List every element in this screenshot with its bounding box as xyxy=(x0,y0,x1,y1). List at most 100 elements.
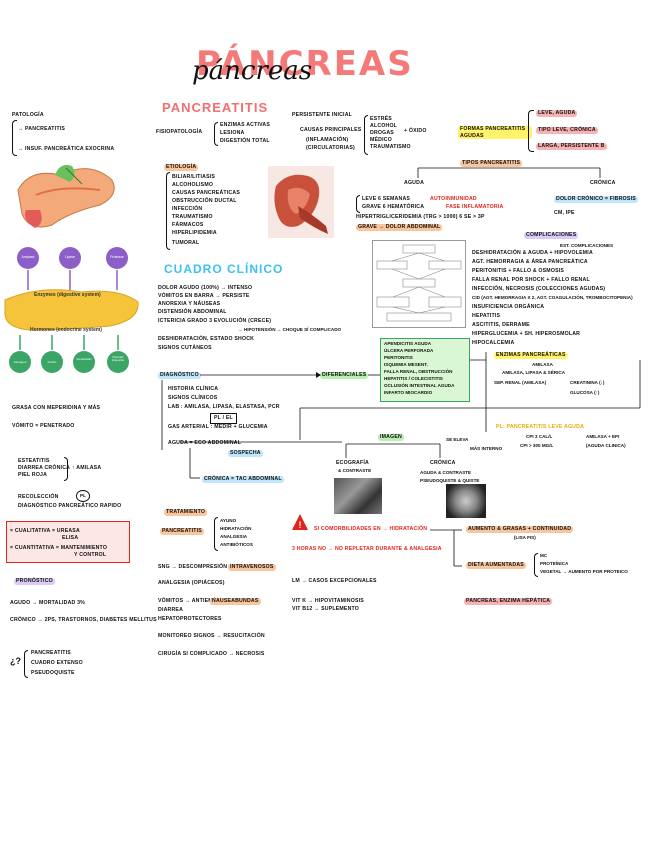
compl-item-2: AGT. HEMORRAGIA & ÁREA PANCREÁTICA xyxy=(472,259,588,265)
causa-list-5: TRAUMATISMO xyxy=(370,144,411,150)
enzyme-node-lipase xyxy=(59,247,81,269)
enzimas-label: ENZIMAS PANCREÁTICAS xyxy=(494,352,568,359)
grasa-line-2: VÓMITO = PENETRADO xyxy=(12,423,75,429)
dieta-item-1: MC xyxy=(540,553,548,558)
trat-first-4: ANTIBIÓTICOS xyxy=(220,542,253,547)
warning-line-1: SI COMORBILIDADES EN → HIDRATACIÓN xyxy=(314,526,428,532)
pl-note-2: AMILASA + EPI xyxy=(586,434,620,439)
box-line-1: = CUALITATIVA = UREASA xyxy=(10,528,80,534)
grasa-line-1: GRASA CON MEPERIDINA Y MÁS xyxy=(12,405,101,411)
cuadro-item-6: DESHIDRATACIÓN, ESTADO SHOCK xyxy=(158,336,255,342)
pancreatitis-heading: PANCREATITIS xyxy=(162,100,269,115)
dieta-item-3: VEGETAL → AUMENTO POR PROTEICO xyxy=(540,569,628,574)
inicial-label: PERSISTENTE INICIAL xyxy=(292,112,353,118)
pancreas-photo xyxy=(268,166,334,238)
dif-item-4: ISQUEMIA MESENT. xyxy=(384,362,428,367)
etio-item-6: TRAUMATISMO xyxy=(172,214,213,220)
enzymes-label: Enzymes (digestive system) xyxy=(34,292,101,298)
pl-note-1: CPI 3 CAL/L xyxy=(526,434,553,439)
compl-item-10: HIPERGLUCEMIA + SH. HIPEROSMOLAR xyxy=(472,331,581,337)
ultrasound-image xyxy=(334,478,382,514)
etio-item-3: CAUSAS PANCREÁTICAS xyxy=(172,190,240,196)
trat-lm: LM → CASOS EXCEPCIONALES xyxy=(292,578,377,584)
page-title-script: páncreas xyxy=(192,56,313,86)
causa-list-2: ALCOHOL xyxy=(370,123,398,129)
diag-gas: GAS ARTERIAL : MEDIR + GLUCEMIA xyxy=(168,424,268,430)
cuadro-item-4: DISTENSIÓN ABDOMINAL xyxy=(158,309,227,315)
diferenciales-box xyxy=(380,338,470,402)
enzyme-label-lipase: Lipase xyxy=(65,255,75,259)
recoleccion-badge: PL xyxy=(76,490,90,502)
dieta-label: DIETA AUMENTADAS xyxy=(466,562,526,569)
estrella-item-1: ESTEATITIS xyxy=(18,458,50,464)
etio-item-9: TUMORAL xyxy=(172,240,200,246)
imagen-sospecha: SOSPECHA xyxy=(228,450,263,457)
tratamiento-heading: TRATAMIENTO xyxy=(164,509,208,516)
enzyme-node-amylase xyxy=(17,247,39,269)
trat-item-3: VÓMITOS → ANTIEMÉTICOS xyxy=(158,598,234,604)
aguda-item-4: GRAVE → DOLOR ABDOMINAL xyxy=(356,224,443,231)
dieta-item-2: PROTEÍNICA xyxy=(540,561,569,566)
pl-note-3: CPI > 300 mg/L xyxy=(520,443,554,448)
trat-item-7: CIRUGÍA SI COMPLICADO → NECROSIS xyxy=(158,651,265,657)
pronostico-heading: PRONÓSTICO xyxy=(14,578,55,585)
box-line-4: Y CONTROL xyxy=(74,552,107,558)
cuadro-item-5: ICTERICIA GRADO 3 EVOLUCIÓN (CRECE) xyxy=(158,318,272,324)
fisiopatologia-flow-diagram xyxy=(372,240,466,328)
hormone-node-somatostatin xyxy=(73,351,95,373)
pron-item-cronico: CRÓNICO → 2PS, TRASTORNOS, DIABETES MELL… xyxy=(10,617,157,623)
cuadro-item-7: SIGNOS CUTÁNEOS xyxy=(158,345,212,351)
ecografia-note: & CONTRASTE xyxy=(338,468,372,473)
compl-item-4: FALLA RENAL POR SHOCK + FALLO RENAL xyxy=(472,277,590,283)
diag-item-2: SIGNOS CLÍNICOS xyxy=(168,395,218,401)
compl-item-8: HEPATITIS xyxy=(472,313,501,319)
warning-line-2: 3 HORAS NO → NO REPLETAR DURANTE & ANALG… xyxy=(292,546,442,552)
compl-item-1: DESHIDRATACIÓN & AGUDA + HIPOVOLEMIA xyxy=(472,250,593,256)
compl-item-7: INSUFICIENCIA ORGÁNICA xyxy=(472,304,545,310)
cronica-img-note: MÁS INTERNO xyxy=(470,446,503,451)
dif-item-5: FALLA RENAL, OBSTRUCCIÓN xyxy=(384,369,453,374)
cuadro-item-2: VÓMITOS EN BARRA → PERSISTE xyxy=(158,293,250,299)
dif-item-7: OCLUSIÓN INTESTINAL AGUDA xyxy=(384,383,455,388)
aguda-item-2: GRAVE 6 HEMATÓRICA xyxy=(362,204,425,210)
tac-item-2: PSEUDOQUISTE & QUISTE xyxy=(420,478,480,483)
imagen-heading: IMAGEN xyxy=(378,434,404,441)
trat-vit-2: VIT B12 → SUPLEMENTO xyxy=(292,606,360,612)
cuadro-item-1: DOLOR AGUDO (100%) → INTENSO xyxy=(158,285,253,291)
cronica-item-1: DOLOR CRÓNICO = FIBROSIS xyxy=(554,196,638,203)
formas-label: FORMAS PANCREATITIS AGUDAS xyxy=(458,126,532,139)
estrella-side: ↑ AMILASA xyxy=(72,465,102,471)
trat-item-1: SNG → DESCOMPRESIÓN xyxy=(158,564,228,570)
trat-item-5: HEPATOPROTECTORES xyxy=(158,616,222,622)
cronica-img-label: CRÓNICA xyxy=(430,460,456,466)
etiologia-heading: ETIOLOGÍA xyxy=(164,164,199,171)
trat-item-4: DIARREA xyxy=(158,607,184,613)
formas-item-2: TIPO LEVE, CRÓNICA xyxy=(536,127,598,134)
recoleccion-sub: DIAGNÓSTICO PANCREÁTICO RAPIDO xyxy=(18,503,122,509)
dif-item-8: INFARTO MIOCARDIO xyxy=(384,390,433,395)
formas-item-1: LEVE, AGUDA xyxy=(536,110,578,117)
causa-list-4: MÉDICO xyxy=(370,137,392,143)
aumento-sub: (LISA FIS) xyxy=(514,535,536,540)
diferencial-heading: DIFERENCIALES xyxy=(320,372,369,379)
hormones-label: Hormones (endocrine system) xyxy=(30,327,102,333)
trat-hl-1: INTRAVENOSOS xyxy=(228,564,276,571)
diag-item-1: HISTORIA CLÍNICA xyxy=(168,386,219,392)
causas-1: CAUSAS PRINCIPALES xyxy=(300,127,362,133)
estrella-item-3: PIEL ROJA xyxy=(18,472,48,478)
page-title: PÁNCREAS xyxy=(196,44,414,84)
compl-item-9: ASCITITIS, DERRAME xyxy=(472,322,530,328)
ecografia-label: ECOGRAFÍA xyxy=(336,460,369,466)
compl-item-6: CID (AGT. HEMORRAGIA X 2, AGT. COAGULACI… xyxy=(472,295,633,300)
dif-item-2: ÚLCERA PERFORADA xyxy=(384,348,434,353)
enzimas-item-2: AMILASA, LIPASA & SÉRICA xyxy=(502,370,566,375)
cronica-item-2: CM, IPE xyxy=(554,210,575,216)
hormone-node-polypeptide xyxy=(107,351,129,373)
trat-first-2: HIDRATACIÓN xyxy=(220,526,252,531)
